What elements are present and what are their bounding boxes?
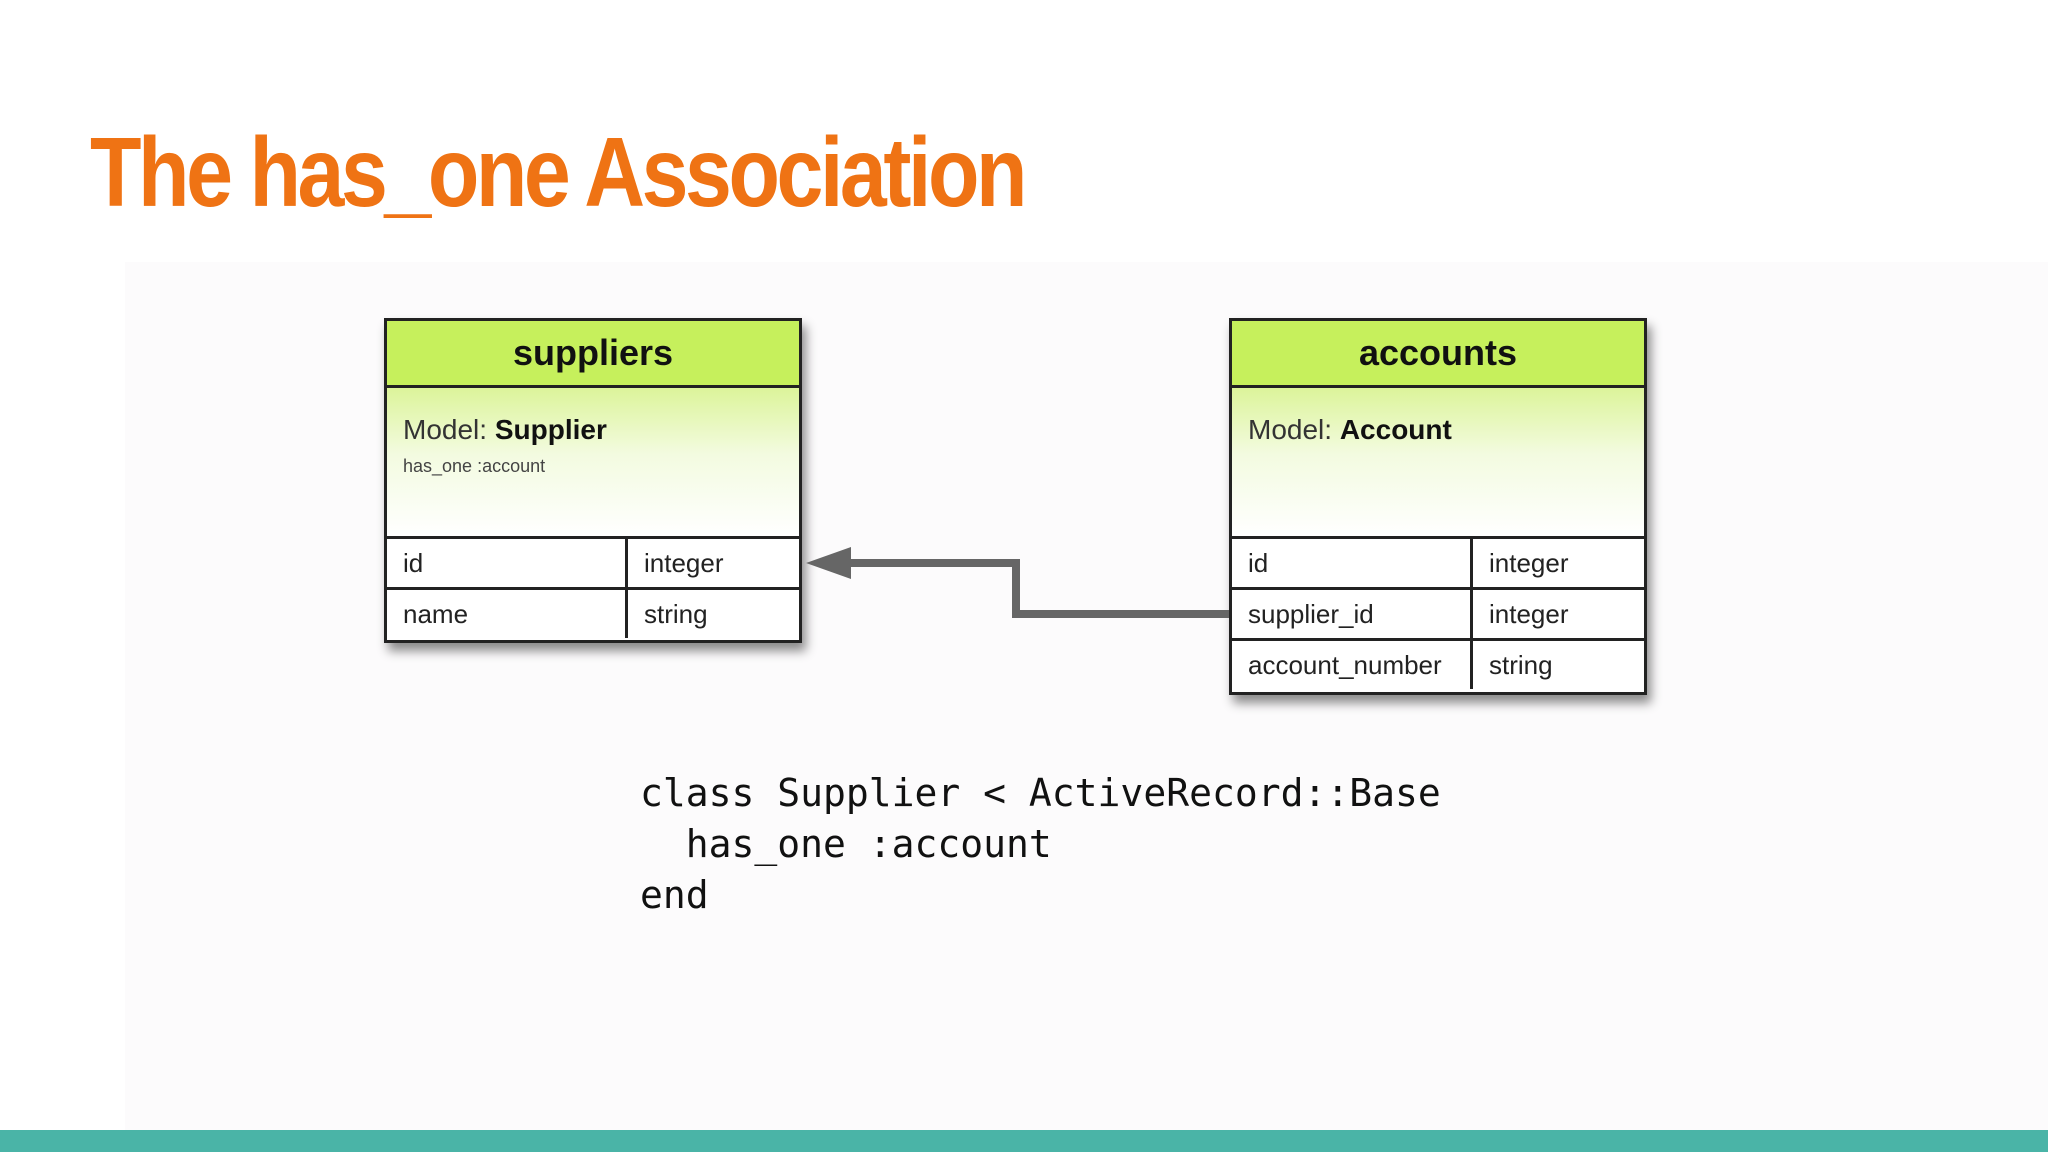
suppliers-association: has_one :account — [403, 456, 546, 476]
accounts-field-row: id integer — [1232, 539, 1644, 590]
accounts-field-row: account_number string — [1232, 641, 1644, 689]
field-type: integer — [1489, 598, 1569, 629]
code-line: end — [640, 873, 709, 917]
suppliers-model-line: Model: Supplier — [403, 414, 783, 446]
field-type: string — [644, 598, 708, 629]
arrow-head-icon — [806, 547, 851, 579]
suppliers-model-name: Supplier — [494, 414, 607, 445]
field-name: supplier_id — [1232, 590, 1473, 638]
field-name: id — [387, 539, 628, 587]
accounts-model-prefix: Model: — [1248, 414, 1340, 445]
field-name: id — [1232, 539, 1473, 587]
field-name: account_number — [1232, 641, 1473, 689]
accounts-table-header: accounts — [1232, 321, 1644, 388]
field-type: integer — [644, 547, 724, 578]
accounts-model-line: Model: Account — [1248, 414, 1628, 446]
field-type: string — [1489, 649, 1553, 680]
suppliers-model-prefix: Model: — [403, 414, 495, 445]
accounts-model-section: Model: Account — [1232, 388, 1644, 539]
code-line: class Supplier < ActiveRecord::Base — [640, 771, 1441, 815]
accounts-model-name: Account — [1339, 414, 1452, 445]
suppliers-field-row: id integer — [387, 539, 799, 590]
suppliers-table: suppliers Model: Supplier has_one :accou… — [384, 318, 802, 643]
code-snippet: class Supplier < ActiveRecord::Base has_… — [640, 768, 1441, 921]
suppliers-table-header: suppliers — [387, 321, 799, 388]
code-line: has_one :account — [640, 822, 1052, 866]
suppliers-field-row: name string — [387, 590, 799, 638]
accounts-table: accounts Model: Account id integer suppl… — [1229, 318, 1647, 695]
arrow-line — [840, 559, 1229, 618]
field-type: integer — [1489, 547, 1569, 578]
field-name: name — [387, 590, 628, 638]
suppliers-model-section: Model: Supplier has_one :account — [387, 388, 799, 539]
accounts-field-row: supplier_id integer — [1232, 590, 1644, 641]
footer-accent-bar — [0, 1130, 2048, 1152]
slide-title: The has_one Association — [90, 117, 1027, 227]
